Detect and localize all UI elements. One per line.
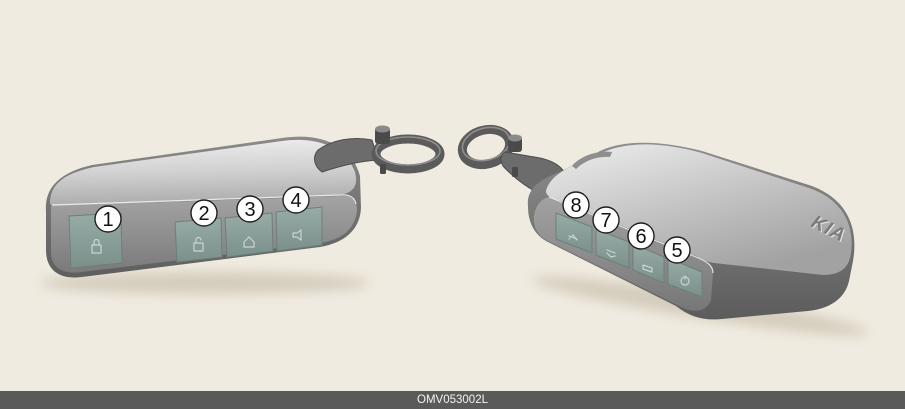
- right-fob-bolt-head: [508, 135, 522, 142]
- callout-number: 5: [671, 240, 682, 262]
- callout-3: 3: [237, 196, 263, 222]
- callout-1: 1: [95, 206, 121, 232]
- left-fob-pin: [380, 164, 386, 174]
- callout-number: 2: [198, 203, 209, 225]
- callout-2: 2: [191, 200, 217, 226]
- callout-number: 1: [102, 209, 113, 231]
- right-fob-pin: [512, 167, 518, 177]
- callout-4: 4: [283, 187, 309, 213]
- callout-5: 5: [664, 237, 690, 263]
- key-button-4: [276, 207, 322, 251]
- callout-7: 7: [593, 207, 619, 233]
- left-fob-logo: KIA: [111, 185, 146, 193]
- callout-number: 4: [290, 190, 301, 212]
- callout-8: 8: [563, 192, 589, 218]
- figure-caption-bar: OMV053002L: [0, 391, 905, 409]
- smart-key-illustration: KIA: [0, 0, 905, 390]
- callout-number: 8: [570, 195, 581, 217]
- left-fob-bolt-head: [375, 126, 390, 133]
- callout-number: 3: [244, 199, 255, 221]
- right-key-fob: KIA KIA 8: [458, 122, 869, 344]
- left-fob-lanyard-clip: [315, 126, 440, 175]
- figure-code: OMV053002L: [417, 394, 488, 406]
- callout-number: 6: [635, 226, 646, 248]
- callout-6: 6: [628, 223, 654, 249]
- left-key-fob: KIA: [40, 126, 440, 295]
- callout-number: 7: [600, 210, 611, 232]
